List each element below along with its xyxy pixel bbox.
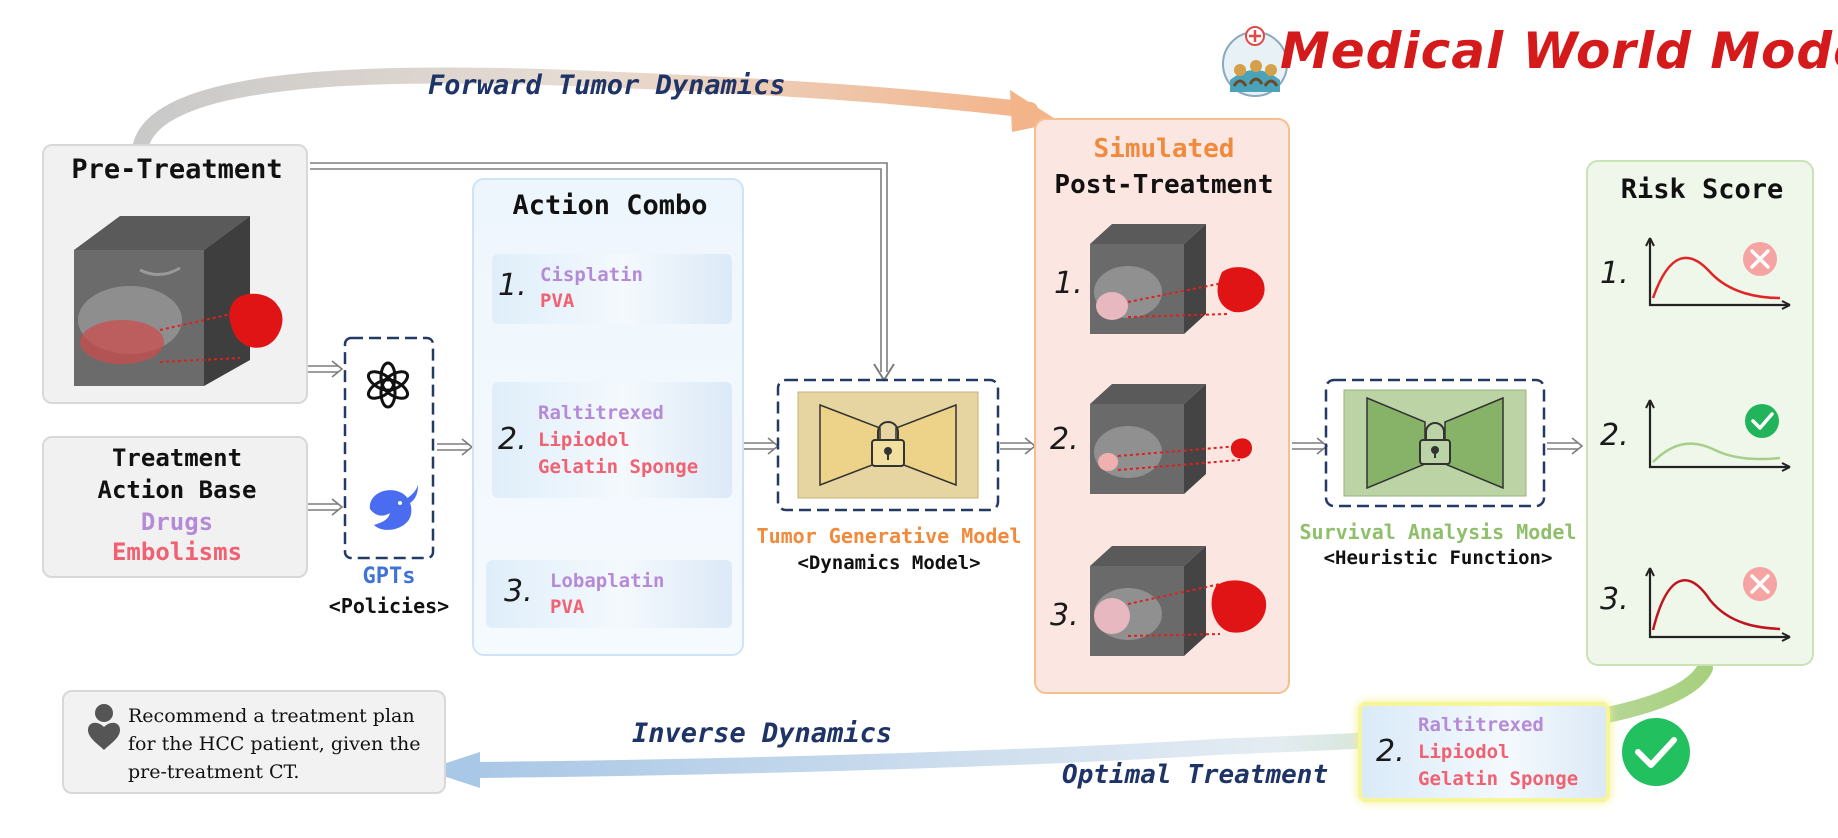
action-combo-title: Action Combo — [512, 190, 708, 221]
optimal-treatment-label: Optimal Treatment — [1062, 760, 1329, 790]
action-item-3-num: 3. — [504, 574, 533, 609]
simulated-ct-cube-3 — [1090, 546, 1267, 656]
forward-dynamics-label: Forward Tumor Dynamics — [428, 70, 786, 101]
action-item-1-drug: Cisplatin — [540, 264, 643, 286]
pre-treatment-title: Pre-Treatment — [71, 154, 283, 185]
risk-score-title: Risk Score — [1620, 174, 1784, 205]
action-item-2-drug: Raltitrexed — [538, 402, 664, 424]
action-item-2-embolism-1: Lipiodol — [538, 429, 630, 451]
policies-sub: <Policies> — [328, 594, 450, 618]
action-base-line2: Action Base — [97, 476, 257, 504]
action-item-2: 2. Raltitrexed Lipiodol Gelatin Sponge — [492, 382, 732, 498]
lock-icon-survival — [1419, 422, 1451, 465]
optimal-treatment-box: 2. Raltitrexed Lipiodol Gelatin Sponge — [1358, 702, 1610, 802]
risk-num-2: 2. — [1600, 418, 1629, 453]
action-base-drugs: Drugs — [140, 508, 214, 536]
optimal-check-icon — [1622, 718, 1690, 786]
inverse-dynamics-label: Inverse Dynamics — [632, 718, 893, 749]
policies-name: GPTs — [362, 564, 416, 589]
simulated-title-2: Post-Treatment — [1054, 170, 1274, 200]
survival-model-name: Survival Analysis Model — [1299, 520, 1577, 544]
pre-treatment-ct-cube — [74, 216, 283, 386]
action-item-2-num: 2. — [498, 422, 527, 457]
action-base-line1: Treatment — [111, 444, 243, 472]
risk-score-panel: Risk Score 1. 2. 3. — [1586, 160, 1814, 666]
action-item-3: 3. Lobaplatin PVA — [486, 560, 732, 628]
treatment-action-base-panel: Treatment Action Base Drugs Embolisms — [42, 436, 308, 578]
survival-model-box — [1324, 378, 1546, 508]
simulated-num-1: 1. — [1054, 266, 1083, 301]
risk-num-1: 1. — [1600, 256, 1629, 291]
action-item-2-embolism-2: Gelatin Sponge — [538, 456, 699, 478]
survival-model-sub: <Heuristic Function> — [1323, 547, 1553, 569]
optimal-num: 2. — [1376, 734, 1405, 769]
optimal-drug: Raltitrexed — [1418, 714, 1544, 736]
simulated-ct-cube-2 — [1090, 384, 1252, 494]
risk-num-3: 3. — [1600, 582, 1629, 617]
prompt-box: Recommend a treatment plan for the HCC p… — [62, 690, 446, 794]
forward-dynamics-arrow — [132, 67, 1038, 158]
action-item-1-embolism: PVA — [540, 290, 575, 312]
dynamics-model-sub: <Dynamics Model> — [797, 552, 981, 574]
action-item-1-num: 1. — [498, 268, 527, 303]
lock-icon — [871, 421, 905, 467]
simulated-title-1: Simulated — [1093, 134, 1235, 164]
inverse-dynamics-arrowhead — [425, 752, 480, 788]
action-base-embolisms: Embolisms — [111, 538, 243, 566]
figure-title: Medical World Model — [1280, 22, 1838, 80]
dynamics-model-name: Tumor Generative Model — [756, 524, 1022, 548]
deepseek-whale-icon — [369, 485, 418, 530]
simulated-ct-cube-1 — [1090, 224, 1265, 334]
action-item-1: 1. Cisplatin PVA — [492, 254, 732, 324]
simulated-num-2: 2. — [1050, 422, 1079, 457]
prompt-text: Recommend a treatment plan for the HCC p… — [128, 705, 421, 783]
action-item-3-drug: Lobaplatin — [550, 570, 665, 592]
optimal-embolism-1: Lipiodol — [1418, 741, 1510, 763]
policies-box — [343, 336, 435, 560]
dynamics-model-box — [776, 378, 1000, 512]
optimal-embolism-2: Gelatin Sponge — [1418, 768, 1579, 790]
simulated-num-3: 3. — [1050, 598, 1079, 633]
medical-team-logo-icon — [1222, 26, 1288, 97]
action-item-3-embolism: PVA — [550, 596, 585, 618]
openai-logo-icon — [366, 361, 410, 409]
